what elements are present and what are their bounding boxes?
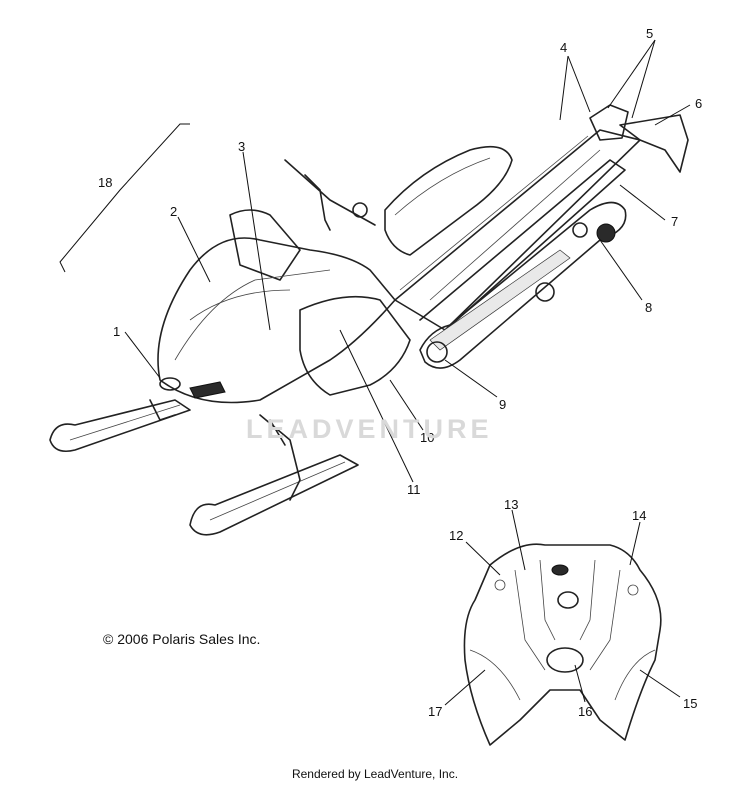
callout-12: 12 xyxy=(449,528,463,543)
callout-4: 4 xyxy=(560,40,567,55)
copyright-notice: © 2006 Polaris Sales Inc. xyxy=(103,631,261,647)
callout-3: 3 xyxy=(238,139,245,154)
callout-10: 10 xyxy=(420,430,434,445)
watermark-text: LEADVENTURE xyxy=(246,414,493,444)
callout-15: 15 xyxy=(683,696,697,711)
callout-16: 16 xyxy=(578,704,592,719)
callout-1: 1 xyxy=(113,324,120,339)
callout-labels: 1 2 3 4 5 6 7 8 9 10 11 12 13 14 15 16 1… xyxy=(98,26,702,719)
leader-lines xyxy=(124,39,691,706)
callout-9: 9 xyxy=(499,397,506,412)
callout-17: 17 xyxy=(428,704,442,719)
callout-6: 6 xyxy=(695,96,702,111)
callout-14: 14 xyxy=(632,508,646,523)
snowmobile-illustration xyxy=(49,104,689,536)
callout-2: 2 xyxy=(170,204,177,219)
callout-5: 5 xyxy=(646,26,653,41)
hood-inset-illustration xyxy=(463,543,662,746)
group-bracket-18 xyxy=(59,123,190,273)
callout-13: 13 xyxy=(504,497,518,512)
footer-credit: Rendered by LeadVenture, Inc. xyxy=(291,767,459,781)
callout-18: 18 xyxy=(98,175,112,190)
callout-7: 7 xyxy=(671,214,678,229)
callout-11: 11 xyxy=(407,482,421,497)
callout-8: 8 xyxy=(645,300,652,315)
